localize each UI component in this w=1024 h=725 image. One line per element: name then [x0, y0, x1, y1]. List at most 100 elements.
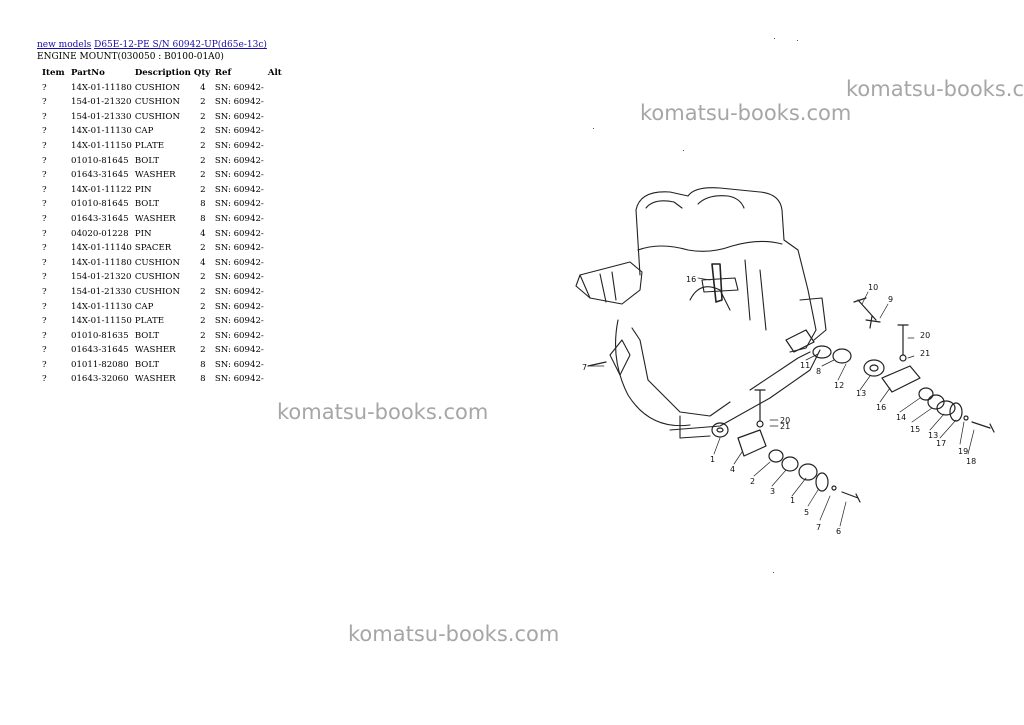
cell-ref: SN: 60942- [214, 301, 264, 312]
cell-qty: 2 [200, 184, 206, 195]
table-header-row: Item PartNo Description Qty Ref Alt [38, 66, 285, 81]
mount-parts [587, 297, 995, 503]
cell-partno: 14X-01-11122 [71, 184, 132, 195]
cell-description: CUSHION [134, 111, 180, 122]
cell-ref: SN: 60942- [214, 316, 264, 327]
cell-qty: 2 [200, 243, 206, 254]
engine-mount-exploded-diagram: 1610920211181213161415131719182021142315… [575, 187, 995, 536]
cell-partno: 154-01-21320 [71, 97, 132, 108]
cell-alt [268, 95, 285, 110]
watermark: komatsu-books.com [640, 101, 852, 125]
cell-ref: SN: 60942- [214, 330, 264, 341]
cell-partno: 01643-31645 [71, 213, 129, 224]
cell-partno: 04020-01228 [71, 228, 129, 239]
callout-label: 2 [750, 477, 755, 486]
callout-label: 8 [816, 367, 821, 376]
cell-alt [268, 241, 285, 256]
scan-speck [773, 572, 774, 573]
cell-qty: 2 [200, 301, 206, 312]
cell-alt [268, 285, 285, 300]
cell-description: PIN [134, 184, 152, 195]
callout-label: 10 [868, 283, 878, 292]
callout-label: 21 [780, 422, 790, 431]
cell-item: ? [42, 140, 47, 151]
callout-label: 19 [958, 447, 968, 456]
cell-alt [268, 154, 285, 169]
cell-partno: 01010-81645 [71, 155, 129, 166]
cell-item: ? [42, 126, 47, 137]
cell-qty: 2 [200, 345, 206, 356]
header-description: Description [134, 68, 191, 78]
cell-ref: SN: 60942- [214, 213, 264, 224]
cell-qty: 8 [200, 213, 206, 224]
cell-alt [268, 81, 285, 96]
cell-qty: 2 [200, 170, 206, 181]
parts-table: Item PartNo Description Qty Ref Alt ?14X… [38, 66, 285, 387]
watermark: komatsu-books.com [846, 77, 1024, 101]
cell-qty: 2 [200, 155, 206, 166]
cell-description: BOLT [134, 155, 160, 166]
cell-description: PIN [134, 228, 152, 239]
cell-qty: 2 [200, 286, 206, 297]
cell-partno: 154-01-21320 [71, 272, 132, 283]
cell-alt [268, 197, 285, 212]
cell-qty: 2 [200, 97, 206, 108]
cell-partno: 14X-01-11130 [71, 301, 132, 312]
callout-label: 9 [888, 295, 893, 304]
cell-qty: 4 [200, 82, 206, 93]
cell-item: ? [42, 359, 47, 370]
cell-alt [268, 256, 285, 271]
callout-label: 21 [920, 349, 930, 358]
cell-description: BOLT [134, 199, 160, 210]
cell-alt [268, 314, 285, 329]
cell-qty: 4 [200, 228, 206, 239]
callout-label: 6 [836, 527, 841, 536]
cell-item: ? [42, 301, 47, 312]
cell-alt [268, 183, 285, 198]
cell-qty: 8 [200, 199, 206, 210]
cell-alt [268, 270, 285, 285]
scan-speck [797, 40, 798, 41]
cell-alt [268, 124, 285, 139]
cell-ref: SN: 60942- [214, 243, 264, 254]
cell-item: ? [42, 228, 47, 239]
header-ref: Ref [214, 68, 232, 78]
callout-label: 17 [936, 439, 946, 448]
cell-ref: SN: 60942- [214, 170, 264, 181]
callout-label: 7 [816, 523, 821, 532]
cell-ref: SN: 60942- [214, 199, 264, 210]
callout-label: 7 [582, 363, 587, 372]
cell-alt [268, 227, 285, 242]
cell-item: ? [42, 184, 47, 195]
cell-item: ? [42, 111, 47, 122]
cell-ref: SN: 60942- [214, 126, 264, 137]
cell-item: ? [42, 199, 47, 210]
cell-description: BOLT [134, 330, 160, 341]
cell-partno: 154-01-21330 [71, 286, 132, 297]
cell-description: WASHER [134, 170, 176, 181]
callout-label: 20 [920, 331, 930, 340]
breadcrumb-link-new-models[interactable]: new models [37, 40, 92, 50]
cell-item: ? [42, 272, 47, 283]
cell-ref: SN: 60942- [214, 374, 264, 385]
cell-description: CAP [134, 126, 154, 137]
cell-item: ? [42, 243, 47, 254]
cell-item: ? [42, 170, 47, 181]
cell-ref: SN: 60942- [214, 345, 264, 356]
cell-item: ? [42, 330, 47, 341]
breadcrumb-link-model[interactable]: D65E-12-PE S/N 60942-UP(d65e-13c) [94, 40, 267, 50]
cell-alt [268, 168, 285, 183]
cell-qty: 8 [200, 374, 206, 385]
callout-label: 14 [896, 413, 906, 422]
